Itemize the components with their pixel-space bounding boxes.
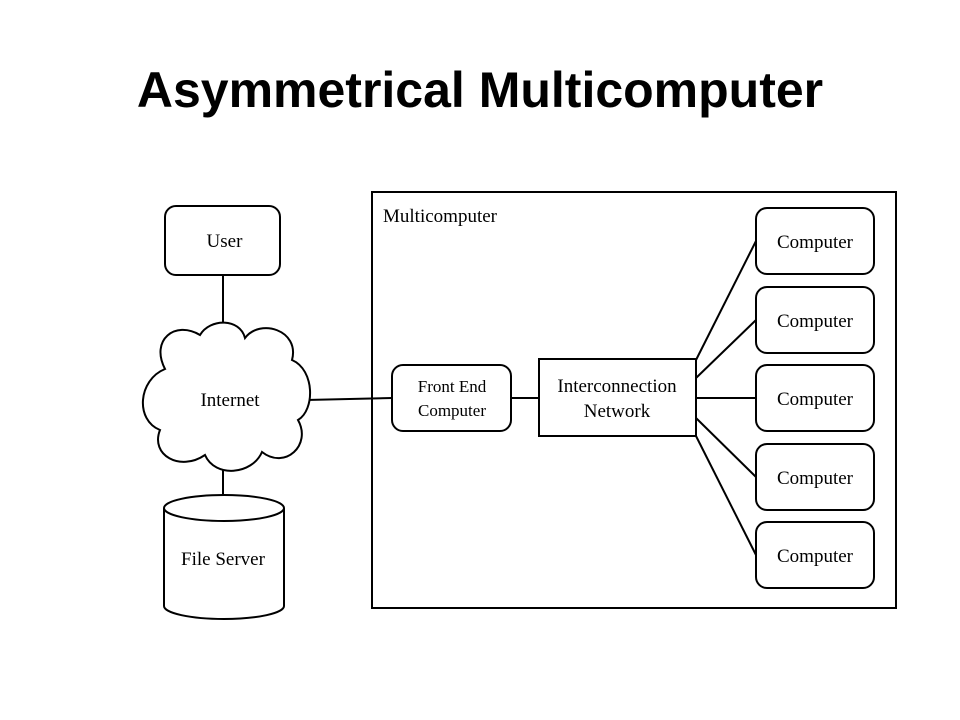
front-end-label-line-2: Computer [418, 401, 486, 420]
interconnect-label-line-1: Interconnection [557, 376, 677, 397]
computer-label-4: Computer [777, 468, 854, 489]
front-end-computer-node [391, 364, 512, 432]
user-label: User [207, 231, 244, 252]
link-interconnect-computer-2 [695, 319, 757, 379]
page-title: Asymmetrical Multicomputer [136, 62, 824, 118]
internet-node [142, 321, 311, 472]
computer-node-5 [755, 521, 875, 589]
multicomputer-container [371, 191, 897, 609]
interconnection-network-node [538, 358, 697, 437]
computer-node-3 [755, 364, 875, 432]
internet-label: Internet [200, 390, 260, 411]
computer-label-2: Computer [777, 311, 854, 332]
computer-node-1 [755, 207, 875, 275]
file-server-node [163, 494, 285, 620]
computer-label-1: Computer [777, 232, 854, 253]
multicomputer-label: Multicomputer [383, 206, 498, 227]
computer-node-4 [755, 443, 875, 511]
link-interconnect-computer-5 [695, 435, 757, 556]
file-server-label: File Server [181, 549, 266, 570]
computer-label-3: Computer [777, 389, 854, 410]
user-node [164, 205, 281, 276]
computer-node-2 [755, 286, 875, 354]
link-interconnect-computer-1 [695, 240, 757, 361]
front-end-label-line-1: Front End [418, 377, 487, 396]
computer-label-5: Computer [777, 546, 854, 567]
link-interconnect-computer-4 [695, 417, 757, 478]
link-internet-frontend [305, 397, 393, 401]
interconnect-label-line-2: Network [584, 401, 651, 422]
